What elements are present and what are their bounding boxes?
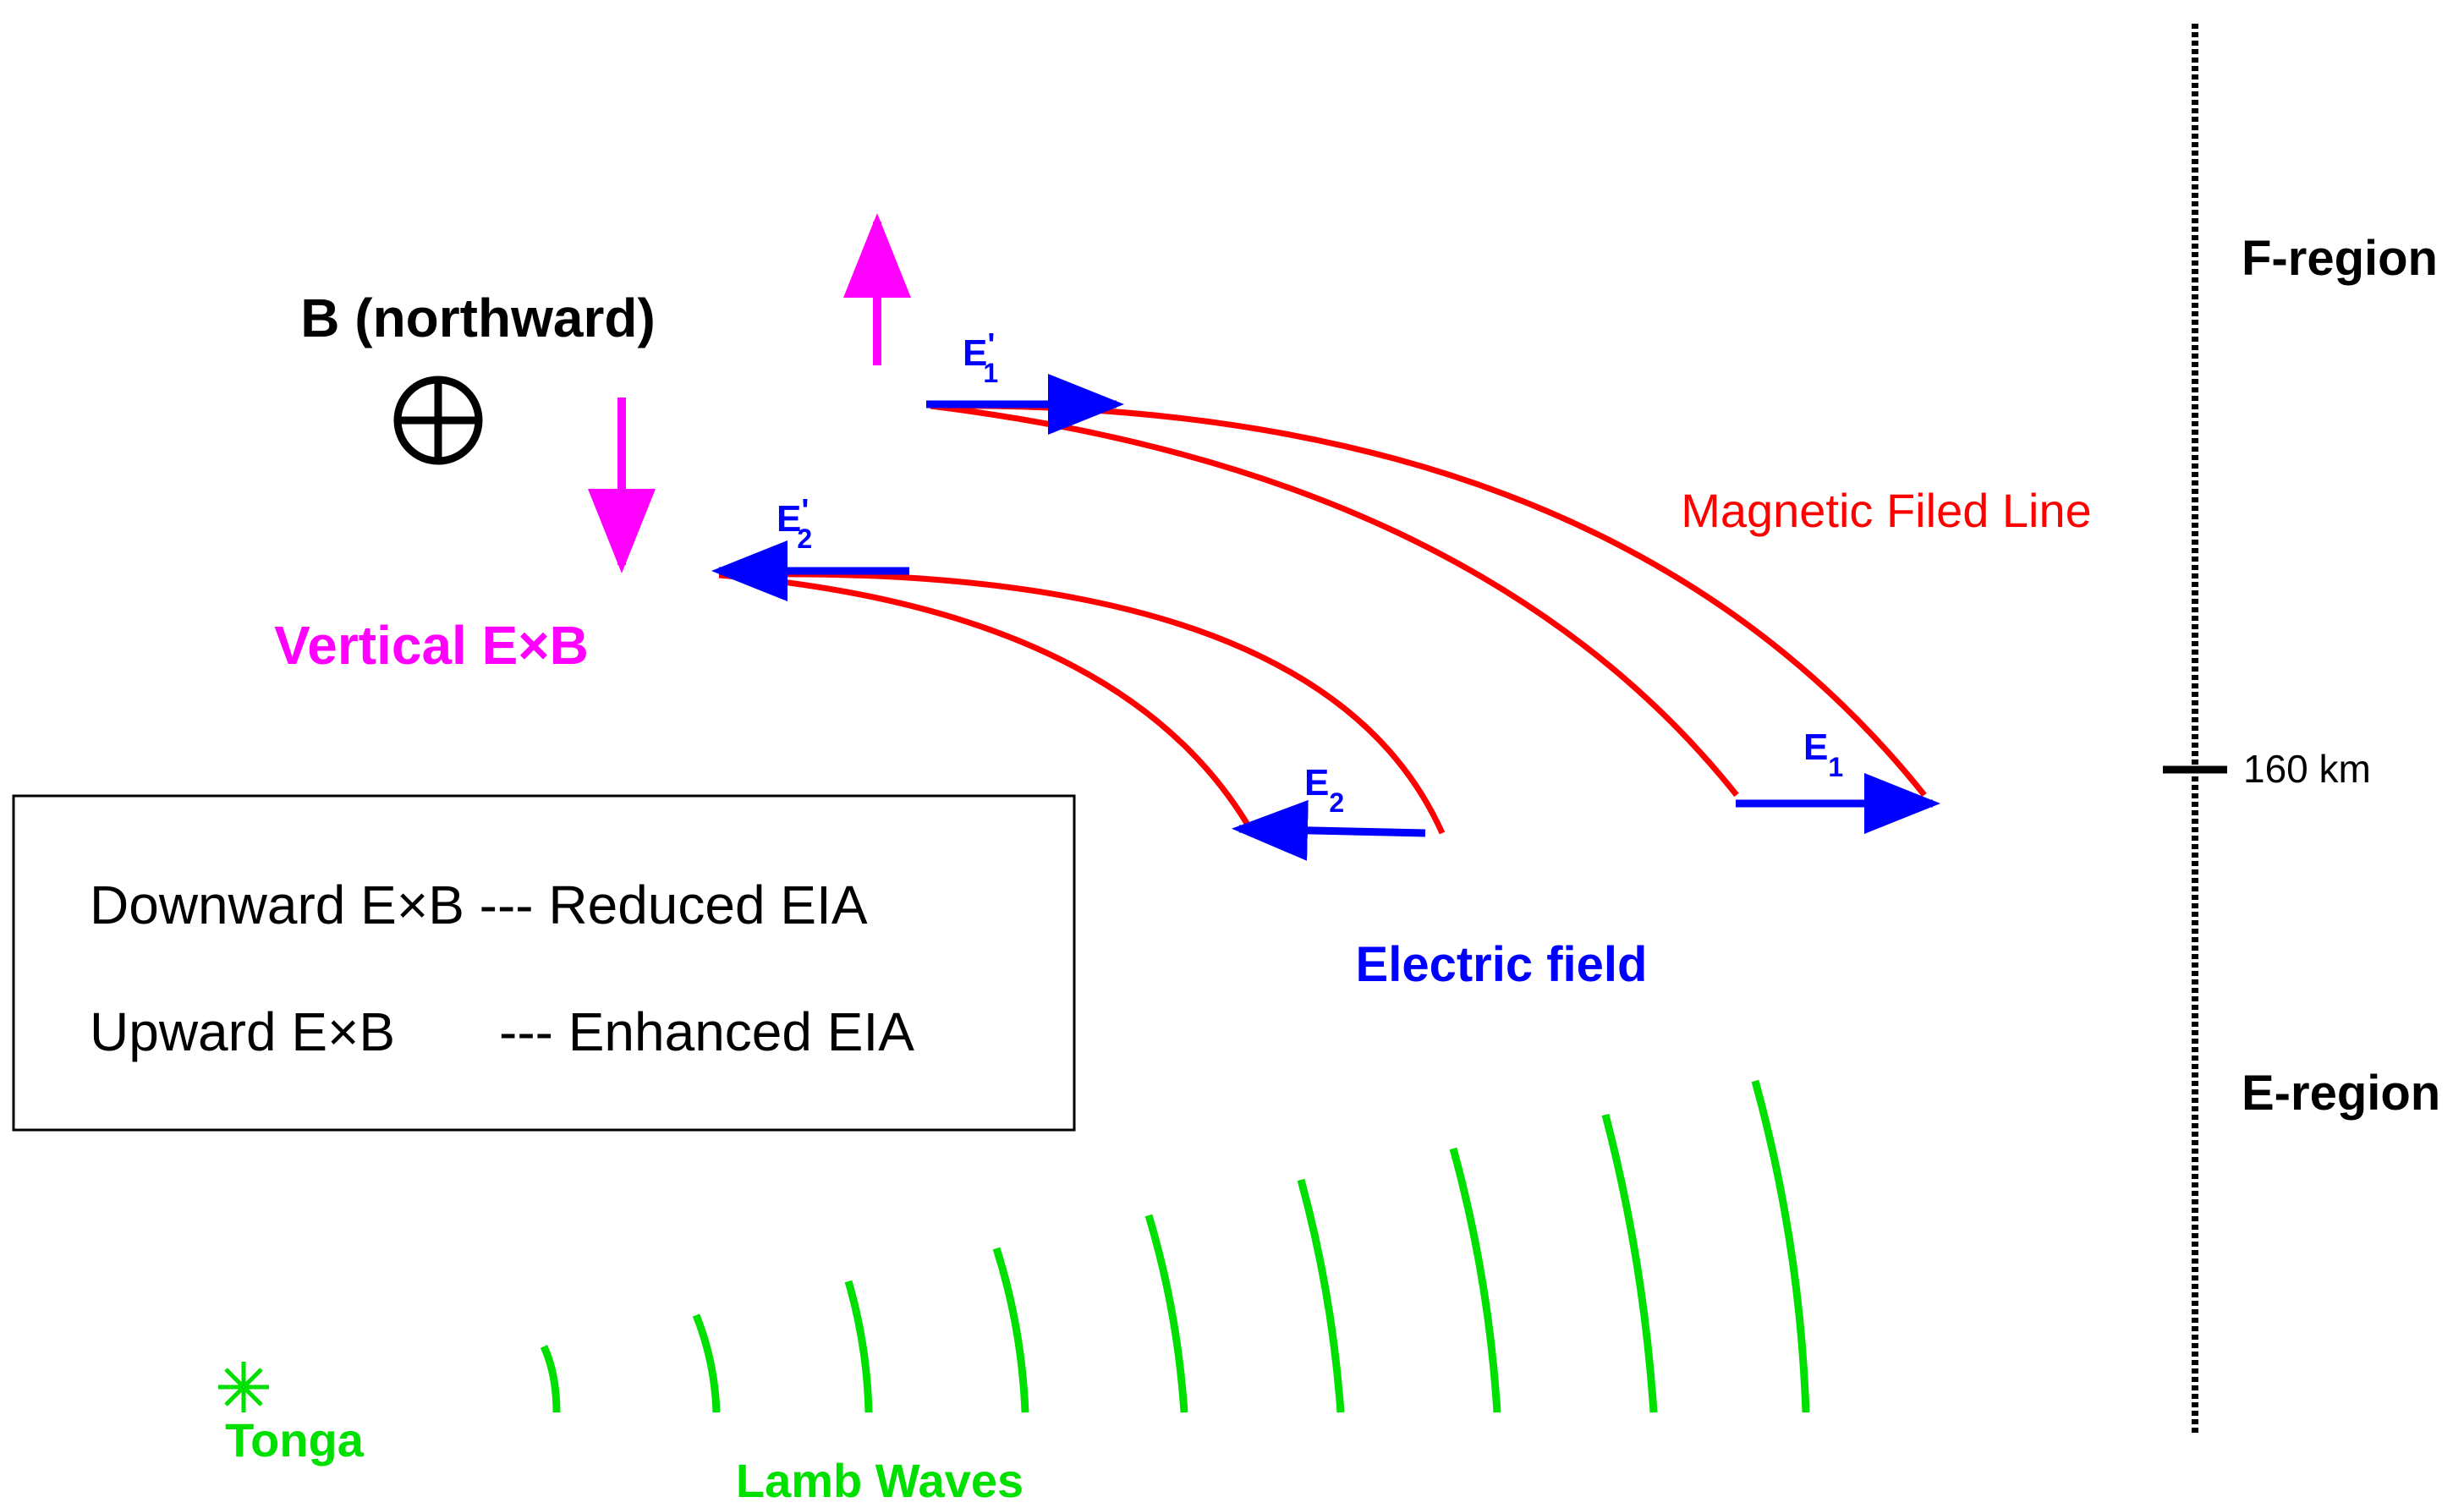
lamb-wave-front: [992, 1247, 1029, 1413]
lamb-wave-front: [1751, 1079, 1810, 1413]
legend-box: Downward E×B --- Reduced EIA Upward E×B …: [12, 794, 1076, 1132]
magnetic-field-line-label: Magnetic Filed Line: [1681, 484, 2092, 537]
e2-label: E2: [1304, 762, 1344, 818]
legend-line-upward: Upward E×B: [90, 1001, 395, 1062]
legend-line-upward-result: --- Enhanced EIA: [499, 1001, 914, 1062]
tonga-star-icon: [218, 1362, 269, 1412]
lamb-wave-front: [1144, 1214, 1188, 1413]
magnetic-field-line-inner-top: [718, 571, 1446, 835]
magnetic-field-line-outer-bottom: [930, 403, 1739, 798]
f-region-label: F-region: [2242, 231, 2438, 286]
lamb-wave-front: [1449, 1147, 1501, 1413]
e2-prime-label: E'2: [777, 493, 812, 554]
lamb-wave-fronts: [540, 1079, 1810, 1413]
circle-plus-icon: [393, 376, 483, 465]
lamb-wave-front: [692, 1313, 721, 1413]
magnetic-field-line-inner-bottom: [718, 572, 1250, 826]
e1-label: E1: [1803, 727, 1843, 782]
b-field-label: B (northward): [300, 288, 656, 348]
lamb-wave-front: [844, 1280, 873, 1413]
e2-arrow: [1232, 799, 1426, 861]
e1-prime-label: E'1: [963, 327, 998, 388]
legend-line-downward: Downward E×B --- Reduced EIA: [90, 875, 868, 935]
vertical-exb-label: Vertical E×B: [274, 615, 589, 676]
tonga-label: Tonga: [225, 1413, 365, 1467]
altitude-label-160km: 160 km: [2243, 747, 2371, 791]
lamb-wave-front: [1601, 1113, 1658, 1413]
lamb-wave-front: [1297, 1178, 1345, 1413]
e-region-label: E-region: [2242, 1066, 2440, 1121]
electric-field-label: Electric field: [1356, 937, 1648, 992]
lamb-waves-label: Lamb Waves: [736, 1454, 1023, 1507]
lamb-wave-front: [540, 1345, 561, 1413]
